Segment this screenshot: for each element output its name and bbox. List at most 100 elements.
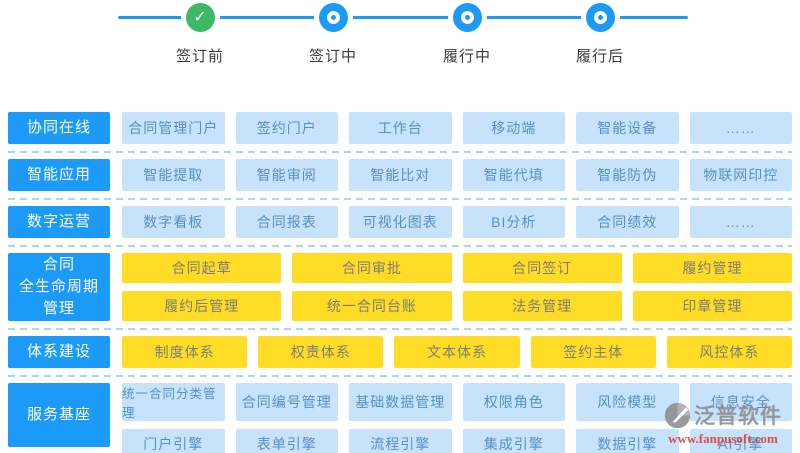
feature-box: 履约管理	[632, 253, 792, 283]
feature-box: 统一合同台账	[292, 291, 452, 321]
dashed-separator	[8, 321, 792, 336]
section-label-line: 管理	[42, 299, 75, 317]
section-label-line: 智能应用	[26, 166, 91, 184]
donut-glyph	[460, 11, 474, 24]
feature-box: 合同审批	[292, 253, 452, 283]
section-label-line: 全生命周期	[18, 278, 99, 296]
feature-box: 数据引擎	[576, 429, 679, 453]
feature-box: 物联网印控	[689, 159, 792, 191]
feature-box: 数字看板	[122, 206, 225, 238]
step-done-check-icon: ✓	[185, 3, 215, 32]
dashed-separator	[8, 144, 792, 159]
timeline-step-label: 履行后	[575, 48, 624, 65]
timeline-step-4: 履行后	[540, 0, 660, 66]
feature-box: 合同管理门户	[122, 112, 225, 144]
section-row-3: 数字运营 数字看板合同报表可视化图表 BI分析合同绩效 ……	[8, 206, 792, 238]
timeline-step-1: ✓ 签订前	[140, 0, 260, 66]
feature-box: 制度体系	[122, 336, 248, 368]
section-boxes: 合同管理门户签约门户工作台移动端智能设备 ……	[122, 112, 792, 144]
timeline-line	[118, 16, 688, 19]
box-line: 履约后管理统一合同台账法务管理印章管理	[122, 291, 792, 321]
section-label: 体系建设	[8, 336, 110, 368]
section-label-line: 服务基座	[26, 406, 91, 424]
section-label: 智能应用	[8, 159, 110, 191]
section-label-line: 合同	[42, 256, 75, 274]
feature-box: ……	[689, 206, 792, 238]
feature-box: 法务管理	[462, 291, 622, 321]
feature-box: 文本体系	[394, 336, 520, 368]
step-circle-icon	[585, 3, 615, 32]
section-row-1: 协同在线 合同管理门户签约门户工作台移动端智能设备 ……	[8, 112, 792, 144]
feature-box: 门户引擎	[122, 429, 225, 453]
feature-box: 集成引擎	[462, 429, 565, 453]
section-label: 协同在线	[8, 112, 110, 144]
feature-box: 统一合同分类管理	[122, 383, 225, 421]
section-row-6: 服务基座 统一合同分类管理合同编号管理基础数据管理权限角色风险模型信息安全门户引擎…	[8, 383, 792, 453]
step-circle-icon	[318, 3, 348, 32]
feature-box: 移动端	[462, 112, 565, 144]
timeline-step-2: 签订中	[273, 0, 393, 66]
feature-box: ……	[689, 112, 792, 144]
feature-box: 履约后管理	[122, 291, 282, 321]
section-label-line: 体系建设	[26, 343, 91, 361]
section-boxes: 合同起草合同审批合同签订履约管理履约后管理统一合同台账法务管理印章管理	[122, 253, 792, 321]
section-boxes: 制度体系权责体系文本体系签约主体风控体系	[122, 336, 793, 368]
feature-box: BI分析	[462, 206, 565, 238]
feature-box: 智能审阅	[235, 159, 338, 191]
section-label-line: 数字运营	[26, 213, 91, 231]
feature-box: 风控体系	[666, 336, 793, 368]
timeline-step-label: 签订前	[175, 48, 224, 65]
feature-box: 签约门户	[235, 112, 338, 144]
feature-box: 合同编号管理	[235, 383, 338, 421]
feature-box: 可视化图表	[349, 206, 452, 238]
section-boxes: 数字看板合同报表可视化图表 BI分析合同绩效 ……	[122, 206, 792, 238]
dashed-separator	[8, 238, 792, 253]
feature-box: 智能防伪	[576, 159, 679, 191]
timeline-step-3: 履行中	[407, 0, 527, 66]
donut-glyph	[593, 11, 607, 24]
check-glyph: ✓	[193, 8, 207, 26]
section-label: 服务基座	[8, 383, 110, 447]
feature-box: 合同签订	[462, 253, 622, 283]
feature-box: 智能提取	[122, 159, 225, 191]
section-label-line: 协同在线	[26, 119, 91, 137]
feature-box: 智能比对	[349, 159, 452, 191]
feature-box: 工作台	[349, 112, 452, 144]
section-boxes: 智能提取智能审阅智能比对智能代填智能防伪物联网印控	[122, 159, 792, 191]
sections: 协同在线合同管理门户签约门户工作台移动端智能设备……智能应用智能提取智能审阅智能…	[0, 112, 800, 453]
feature-box: 智能设备	[576, 112, 679, 144]
timeline-step-label: 履行中	[442, 48, 491, 65]
box-line: 合同管理门户签约门户工作台移动端智能设备 ……	[122, 112, 792, 144]
contract-stage-timeline: ✓ 签订前 签订中 履行中 履行后	[0, 0, 800, 76]
box-line: 统一合同分类管理合同编号管理基础数据管理权限角色风险模型信息安全	[122, 383, 792, 421]
section-row-4: 合同全生命周期管理合同起草合同审批合同签订履约管理履约后管理统一合同台账法务管理…	[8, 253, 792, 321]
box-line: 数字看板合同报表可视化图表 BI分析合同绩效 ……	[122, 206, 792, 238]
section-label: 数字运营	[8, 206, 110, 238]
box-line: 制度体系权责体系文本体系签约主体风控体系	[122, 336, 793, 368]
feature-box: 基础数据管理	[349, 383, 452, 421]
feature-box: 风险模型	[576, 383, 679, 421]
section-row-2: 智能应用 智能提取智能审阅智能比对智能代填智能防伪物联网印控	[8, 159, 792, 191]
box-line: 合同起草合同审批合同签订履约管理	[122, 253, 792, 283]
feature-box: 权责体系	[258, 336, 384, 368]
feature-box: 流程引擎	[349, 429, 452, 453]
step-circle-icon	[452, 3, 482, 32]
feature-box: 信息安全	[689, 383, 792, 421]
section-row-5: 体系建设 制度体系权责体系文本体系签约主体风控体系	[8, 336, 793, 368]
feature-box: 智能代填	[462, 159, 565, 191]
box-line: 智能提取智能审阅智能比对智能代填智能防伪物联网印控	[122, 159, 792, 191]
feature-box: 权限角色	[462, 383, 565, 421]
feature-box: 合同起草	[122, 253, 282, 283]
dashed-separator	[8, 368, 792, 383]
timeline-step-label: 签订中	[308, 48, 357, 65]
section-label: 合同全生命周期管理	[8, 253, 110, 321]
feature-box: 合同报表	[235, 206, 338, 238]
section-boxes: 统一合同分类管理合同编号管理基础数据管理权限角色风险模型信息安全门户引擎表单引擎…	[122, 383, 792, 453]
feature-box: 表单引擎	[235, 429, 338, 453]
feature-box: 合同绩效	[576, 206, 679, 238]
feature-box: 签约主体	[530, 336, 656, 368]
feature-box: 印章管理	[632, 291, 792, 321]
donut-glyph	[326, 11, 340, 24]
